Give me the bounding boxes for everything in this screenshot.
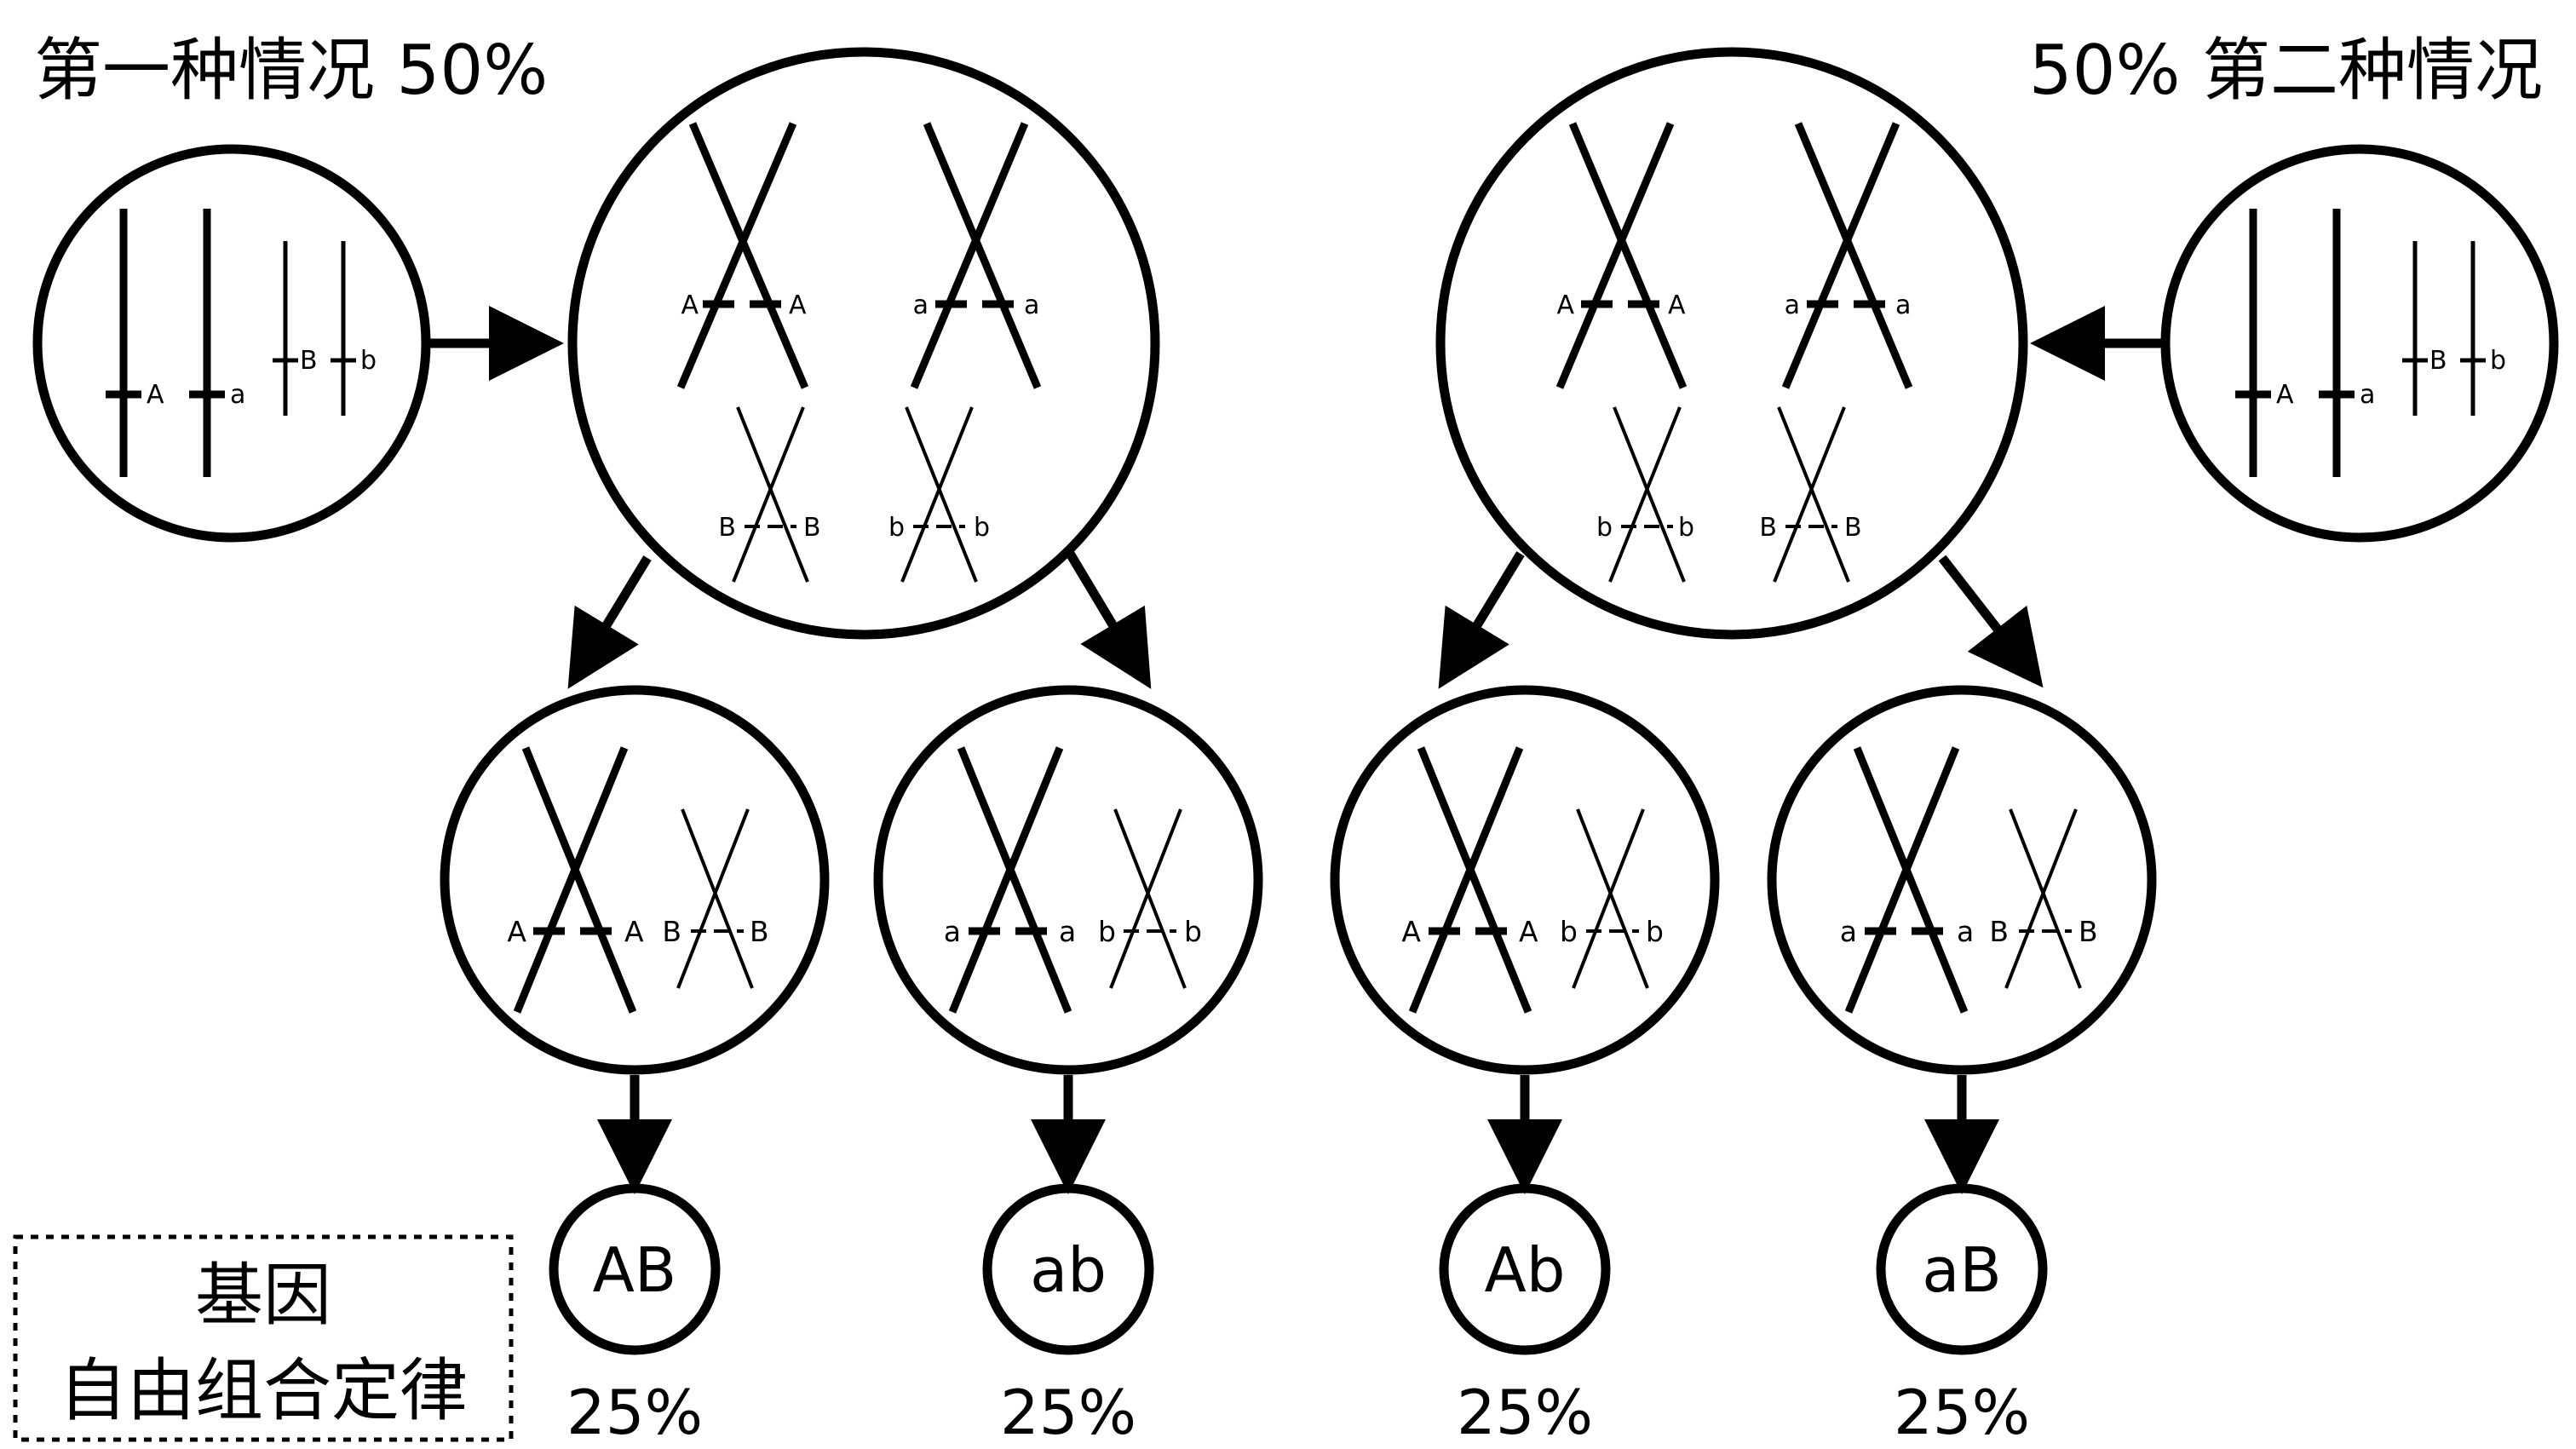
d2-large-right: a xyxy=(1059,915,1076,948)
d4-small-left: B xyxy=(1989,915,2009,948)
arrow-meta1-to-daughter1 xyxy=(567,555,652,689)
d3-small-right: b xyxy=(1646,915,1664,948)
gamete-3-genotype: Ab xyxy=(1485,1234,1566,1306)
metaphase-cell-case1: A A a a B B b b xyxy=(567,47,1160,640)
gamete-4-genotype: aB xyxy=(1922,1234,2002,1306)
parent-cell-left: A a B b xyxy=(32,144,431,543)
meta1-bot2-right: b xyxy=(974,513,990,543)
title-case2: 50% 第二种情况 xyxy=(2029,31,2543,110)
meta2-bot1-left: b xyxy=(1596,513,1613,543)
d2-large-left: a xyxy=(944,915,961,948)
d3-large-left: A xyxy=(1401,915,1421,948)
meta1-top1-right: A xyxy=(789,290,807,320)
daughter-cell-1: A A B B xyxy=(440,685,830,1075)
gamete-2-percent: 25% xyxy=(1000,1377,1136,1448)
d2-small-left: b xyxy=(1098,915,1116,948)
parent-cell-right: A a B b xyxy=(2160,144,2559,543)
meta2-top2-left: a xyxy=(1785,290,1800,320)
meta2-bot2-left: B xyxy=(1759,513,1777,543)
meta1-top2-right: a xyxy=(1024,290,1039,320)
gamete-4-percent: 25% xyxy=(1894,1377,2030,1448)
d1-small-left: B xyxy=(662,915,681,948)
gamete-1-percent: 25% xyxy=(566,1377,703,1448)
gamete-2: ab 25% xyxy=(982,1183,1154,1448)
parent-left-label-4: b xyxy=(360,346,377,376)
metaphase-cell-case2: A A a a b b B B xyxy=(1435,47,2028,640)
meta2-bot1-right: b xyxy=(1678,513,1694,543)
parent-right-label-4: b xyxy=(2490,346,2506,376)
meta1-bot2-left: b xyxy=(888,513,905,543)
d3-small-left: b xyxy=(1560,915,1578,948)
gamete-1: AB 25% xyxy=(549,1183,721,1448)
arrow-meta2-to-daughter4 xyxy=(1938,555,2044,688)
daughter-cell-4: a a B B xyxy=(1767,685,2157,1075)
parent-left-label-3: B xyxy=(300,346,318,376)
law-box-line2: 自由组合定律 xyxy=(59,1351,468,1430)
gamete-1-genotype: AB xyxy=(593,1234,677,1306)
meta1-top2-left: a xyxy=(913,290,929,320)
arrow-meta1-to-daughter2 xyxy=(1065,549,1152,689)
arrow-meta2-to-daughter3 xyxy=(1438,551,1525,689)
d1-large-right: A xyxy=(624,915,644,948)
parent-right-label-3: B xyxy=(2429,346,2447,376)
gamete-4: aB 25% xyxy=(1876,1183,2048,1448)
gamete-3: Ab 25% xyxy=(1439,1183,1611,1448)
daughter-cell-2: a a b b xyxy=(873,685,1263,1075)
meta1-bot1-right: B xyxy=(803,513,821,543)
d3-large-right: A xyxy=(1519,915,1538,948)
parent-right-label-2: a xyxy=(2360,380,2375,410)
gamete-2-genotype: ab xyxy=(1030,1234,1107,1306)
parent-right-label-1: A xyxy=(2276,380,2294,410)
daughter-cell-3: A A b b xyxy=(1330,685,1720,1075)
d4-large-right: a xyxy=(1957,915,1974,948)
law-box-line1: 基因 xyxy=(195,1256,331,1335)
d1-large-left: A xyxy=(507,915,526,948)
meta1-bot1-left: B xyxy=(718,513,736,543)
d4-large-left: a xyxy=(1840,915,1857,948)
d4-small-right: B xyxy=(2079,915,2098,948)
parent-left-label-2: a xyxy=(230,380,245,410)
meta2-top2-right: a xyxy=(1895,290,1911,320)
meta2-bot2-right: B xyxy=(1844,513,1862,543)
gamete-3-percent: 25% xyxy=(1457,1377,1593,1448)
meta2-top1-left: A xyxy=(1556,290,1574,320)
meta2-top1-right: A xyxy=(1668,290,1686,320)
meta1-top1-left: A xyxy=(681,290,699,320)
parent-left-label-1: A xyxy=(147,380,164,410)
d1-small-right: B xyxy=(750,915,769,948)
title-case1: 第一种情况 50% xyxy=(34,31,548,110)
d2-small-right: b xyxy=(1184,915,1202,948)
law-box: 基因 自由组合定律 xyxy=(13,1234,514,1442)
